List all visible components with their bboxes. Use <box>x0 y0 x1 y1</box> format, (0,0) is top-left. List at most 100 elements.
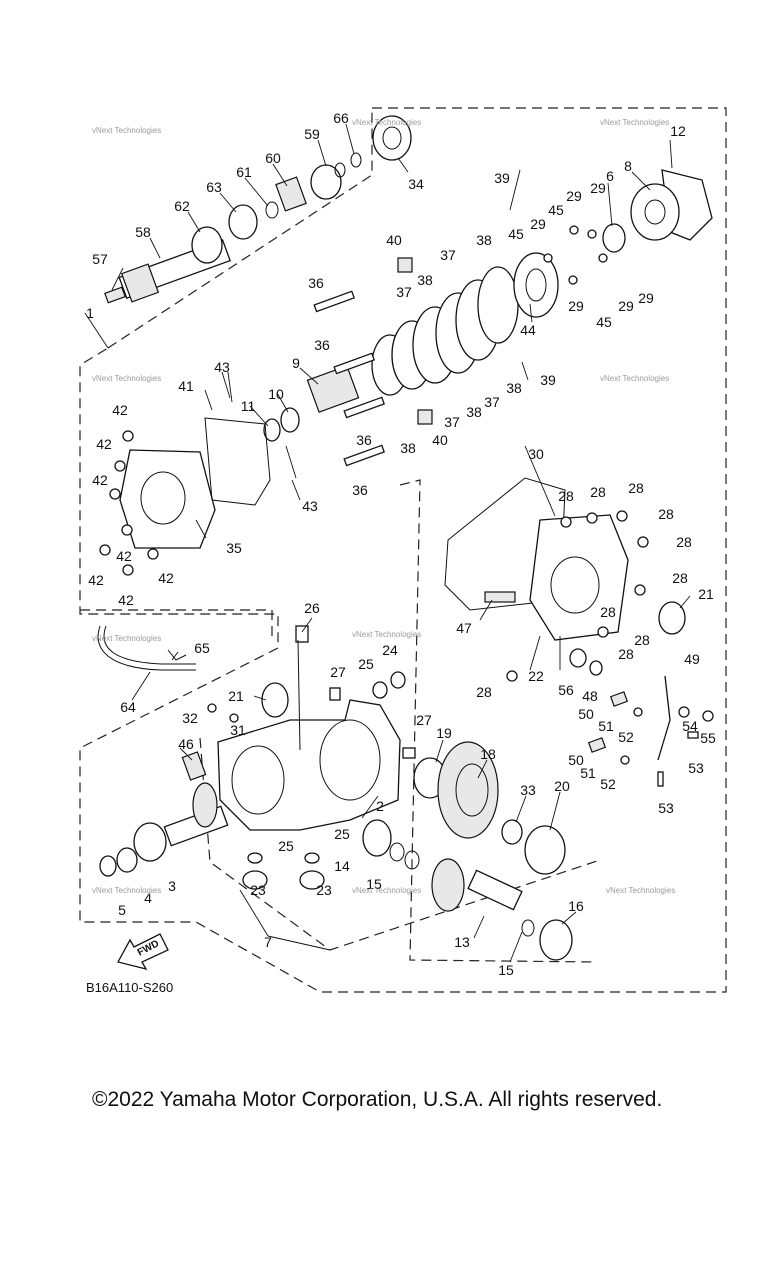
input-shaft-assembly <box>104 115 412 304</box>
callout: 49 <box>684 651 700 667</box>
callout: 39 <box>540 372 556 388</box>
callout: 28 <box>628 480 644 496</box>
callout: 42 <box>88 572 104 588</box>
callout: 29 <box>590 180 606 196</box>
callout: 27 <box>330 664 346 680</box>
callout: 42 <box>116 548 132 564</box>
callout: 13 <box>454 934 470 950</box>
callout: 1 <box>86 305 94 321</box>
callout: 42 <box>118 592 134 608</box>
fwd-arrow <box>117 933 169 971</box>
callout: 20 <box>554 778 570 794</box>
callout: 37 <box>440 247 456 263</box>
callout: 2 <box>376 798 384 814</box>
callout: 50 <box>578 706 594 722</box>
watermark-text: vNext Technologies <box>92 634 162 643</box>
callout: 43 <box>302 498 318 514</box>
callout: 40 <box>432 432 448 448</box>
callout: 33 <box>520 782 536 798</box>
callout: 37 <box>444 414 460 430</box>
callout: 45 <box>596 314 612 330</box>
callout: 16 <box>568 898 584 914</box>
callout: 15 <box>366 876 382 892</box>
callout: 36 <box>356 432 372 448</box>
copyright-notice: ©2022 Yamaha Motor Corporation, U.S.A. A… <box>92 1088 663 1111</box>
callout: 21 <box>228 688 244 704</box>
callout: 29 <box>618 298 634 314</box>
callout: 8 <box>624 158 632 174</box>
watermark-text: vNext Technologies <box>352 118 422 127</box>
callout: 28 <box>658 506 674 522</box>
callout: 10 <box>268 386 284 402</box>
callout: 29 <box>638 290 654 306</box>
callout: 57 <box>92 251 108 267</box>
callout: 45 <box>508 226 524 242</box>
callout: 48 <box>582 688 598 704</box>
gear-train <box>362 741 573 961</box>
callout: 28 <box>590 484 606 500</box>
callout: 52 <box>600 776 616 792</box>
callout: 63 <box>206 179 222 195</box>
callout: 6 <box>606 168 614 184</box>
callout: 23 <box>316 882 332 898</box>
callout: 28 <box>476 684 492 700</box>
callout: 37 <box>396 284 412 300</box>
callout: 60 <box>265 150 281 166</box>
callout: 12 <box>670 123 686 139</box>
callout: 25 <box>278 838 294 854</box>
callout: 31 <box>230 722 246 738</box>
callout: 39 <box>494 170 510 186</box>
callout: 29 <box>568 298 584 314</box>
callout: 15 <box>498 962 514 978</box>
callout: 24 <box>382 642 398 658</box>
watermark-text: vNext Technologies <box>600 374 670 383</box>
callout: 5 <box>118 902 126 918</box>
callout: 38 <box>417 272 433 288</box>
callout: 61 <box>236 164 252 180</box>
callout: 37 <box>484 394 500 410</box>
callout: 34 <box>408 176 424 192</box>
right-case <box>444 477 686 682</box>
callout: 47 <box>456 620 472 636</box>
shift-lever-assembly <box>587 675 714 787</box>
callout: 38 <box>506 380 522 396</box>
callout: 22 <box>528 668 544 684</box>
callout: 38 <box>400 440 416 456</box>
left-case <box>99 417 271 576</box>
callout: 40 <box>386 232 402 248</box>
callout: 38 <box>466 404 482 420</box>
callout: 55 <box>700 730 716 746</box>
callout: 35 <box>226 540 242 556</box>
callout: 19 <box>436 725 452 741</box>
callout: 28 <box>558 488 574 504</box>
diagram-code: B16A110-S260 <box>86 980 174 995</box>
callout: 54 <box>682 718 698 734</box>
callout: 4 <box>144 890 152 906</box>
callout: 53 <box>688 760 704 776</box>
callout: 29 <box>566 188 582 204</box>
callout: 9 <box>292 355 300 371</box>
callout: 59 <box>304 126 320 142</box>
callout: 3 <box>168 878 176 894</box>
callout: 28 <box>672 570 688 586</box>
callout: 21 <box>698 586 714 602</box>
callout: 64 <box>120 699 136 715</box>
clutch-pack <box>263 252 559 467</box>
callout: 26 <box>304 600 320 616</box>
watermark-text: vNext Technologies <box>352 886 422 895</box>
callout: 51 <box>580 765 596 781</box>
watermark-text: vNext Technologies <box>352 630 422 639</box>
callout: 46 <box>178 736 194 752</box>
callout: 28 <box>600 604 616 620</box>
callout: 27 <box>416 712 432 728</box>
callout: 28 <box>618 646 634 662</box>
callout: 29 <box>530 216 546 232</box>
callout: 14 <box>334 858 350 874</box>
callout: 43 <box>214 359 230 375</box>
callout: 18 <box>480 746 496 762</box>
callout: 58 <box>135 224 151 240</box>
callout: 44 <box>520 322 536 338</box>
callout: 38 <box>476 232 492 248</box>
callout: 65 <box>194 640 210 656</box>
